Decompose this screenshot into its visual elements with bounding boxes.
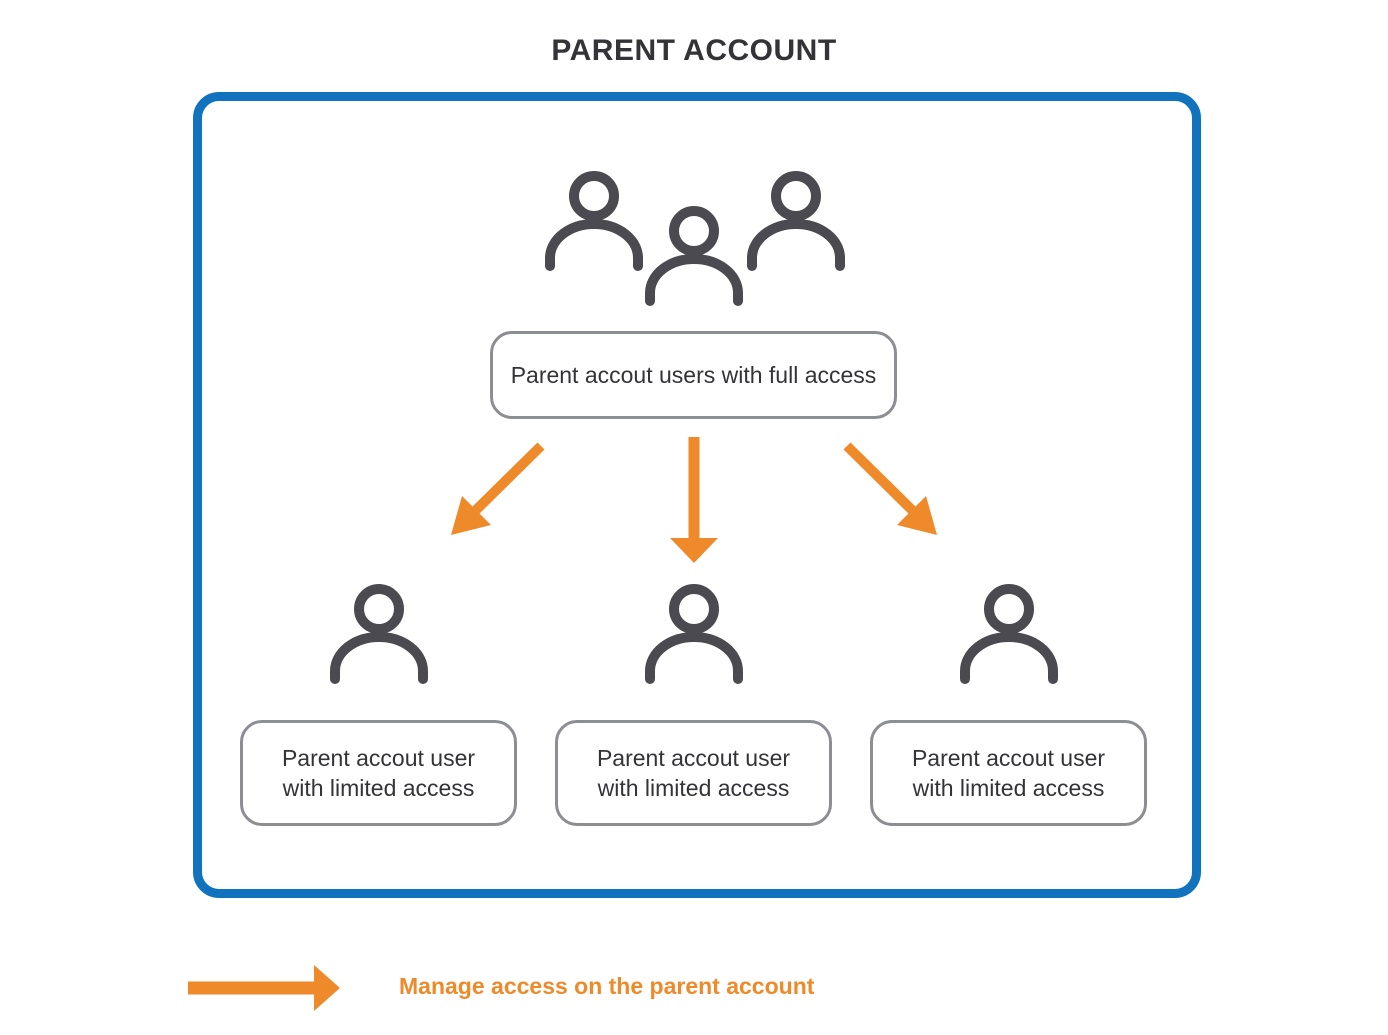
user-icon bbox=[545, 171, 643, 271]
arrow-center bbox=[670, 437, 718, 563]
limited-access-user-node: Parent accout user with limited access bbox=[555, 720, 832, 826]
full-access-users-label: Parent accout users with full access bbox=[510, 362, 877, 388]
parent-account-frame bbox=[193, 92, 1201, 898]
user-icon bbox=[960, 584, 1058, 684]
legend-label: Manage access on the parent account bbox=[399, 973, 815, 999]
limited-access-user-label-line1: Parent accout user bbox=[596, 745, 791, 771]
arrow-left bbox=[451, 442, 545, 535]
arrow-right bbox=[843, 442, 937, 535]
limited-access-user-label-line1: Parent accout user bbox=[281, 745, 476, 771]
user-icon bbox=[330, 584, 428, 684]
limited-access-user-node: Parent accout user with limited access bbox=[240, 720, 517, 826]
user-icon bbox=[645, 584, 743, 684]
user-icon bbox=[747, 171, 845, 271]
limited-access-user-node: Parent accout user with limited access bbox=[870, 720, 1147, 826]
limited-access-user-label-line1: Parent accout user bbox=[911, 745, 1106, 771]
limited-access-user-label-line2: with limited access bbox=[282, 775, 475, 801]
limited-access-user-label-line2: with limited access bbox=[597, 775, 790, 801]
page-title: PARENT ACCOUNT bbox=[551, 34, 837, 67]
limited-access-user-label-line2: with limited access bbox=[912, 775, 1105, 801]
user-group-icon bbox=[545, 171, 845, 306]
user-icon bbox=[645, 206, 743, 306]
full-access-users-node: Parent accout users with full access bbox=[490, 331, 897, 419]
legend-arrow-icon bbox=[188, 965, 340, 1011]
